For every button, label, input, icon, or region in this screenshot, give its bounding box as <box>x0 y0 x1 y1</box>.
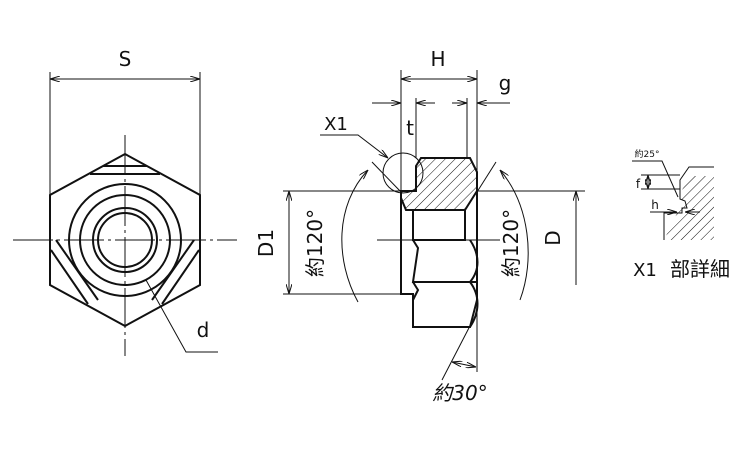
d1-label: D1 <box>254 229 278 257</box>
d-leader <box>145 279 218 353</box>
d-label: D <box>541 230 565 245</box>
x1-label: X1 <box>324 114 348 135</box>
chamfer-angle-label: 約30° <box>432 381 487 405</box>
section-hatch <box>400 157 478 211</box>
right-angle-arc <box>500 170 529 301</box>
detail-view: 約25° f h X1 部詳細 <box>632 148 730 281</box>
front-view: S d <box>13 47 237 356</box>
t-label: t <box>406 116 414 140</box>
h-detail-label: h <box>651 198 659 212</box>
s-label: S <box>119 47 132 71</box>
detail-angle-label: 約25° <box>635 148 660 160</box>
h-label: H <box>430 47 445 71</box>
side-view: H g t X1 D1 D 約120° 約120° 約30° <box>254 47 585 405</box>
f-label: f <box>636 177 641 191</box>
left-angle-label: 約120° <box>303 209 327 277</box>
detail-caption: 部詳細 <box>670 257 730 281</box>
left-angle-arc <box>341 170 368 303</box>
right-angle-label: 約120° <box>499 209 523 277</box>
d-label: d <box>197 318 210 342</box>
g-label: g <box>499 71 512 95</box>
detail-caption-ref: X1 <box>633 260 657 281</box>
